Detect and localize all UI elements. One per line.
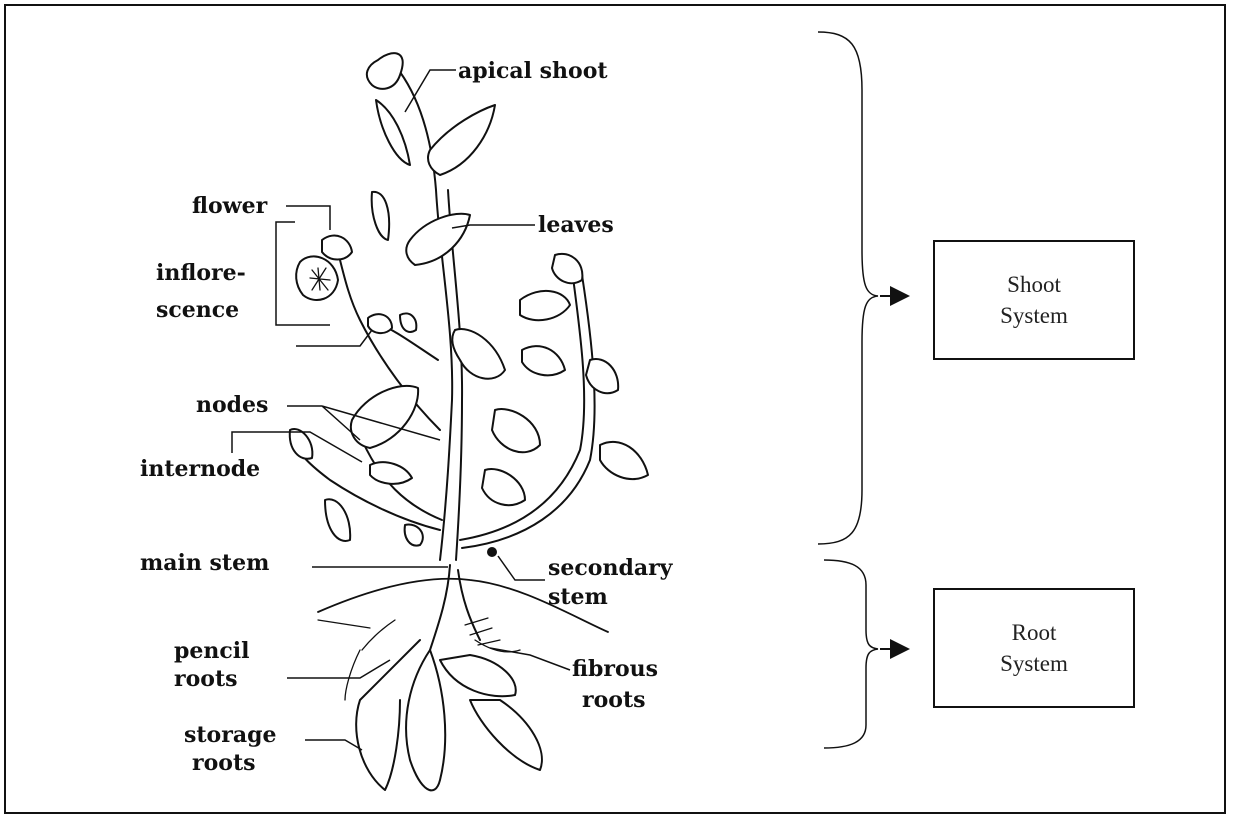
root-system-box: Root System [933,588,1135,708]
label-pencil-roots-1: pencil [174,638,250,664]
root-system-line2: System [1000,648,1068,679]
label-flower: flower [192,193,268,219]
label-storage-roots-1: storage [184,722,276,748]
root-bracket-icon [824,560,878,748]
label-fibrous-roots-1: fibrous [572,656,658,682]
label-internode: internode [140,456,260,482]
label-fibrous-roots-2: roots [582,687,646,713]
label-secondary-stem-2: stem [548,584,608,610]
shoot-system-line1: Shoot [1007,269,1061,300]
label-inflorescence-2: scence [156,297,239,323]
label-secondary-stem-1: secondary [548,555,674,581]
leader-apical-shoot [405,70,456,112]
leader-storage-roots [305,740,362,750]
label-main-stem: main stem [140,550,269,576]
label-leaves: leaves [538,212,614,238]
label-nodes: nodes [196,392,268,418]
shoot-system-line2: System [1000,300,1068,331]
leader-secondary-stem [498,556,545,580]
shoot-bracket-icon [818,32,878,544]
label-pencil-roots-2: roots [174,666,238,692]
label-inflorescence-1: inflore- [156,260,246,286]
label-storage-roots-2: roots [192,750,256,776]
label-apical-shoot: apical shoot [458,58,608,84]
leader-pencil-roots [287,660,390,678]
root-system-line1: Root [1012,617,1057,648]
shoot-system-box: Shoot System [933,240,1135,360]
leader-flower [286,206,330,230]
leader-flower-bud [296,330,372,346]
